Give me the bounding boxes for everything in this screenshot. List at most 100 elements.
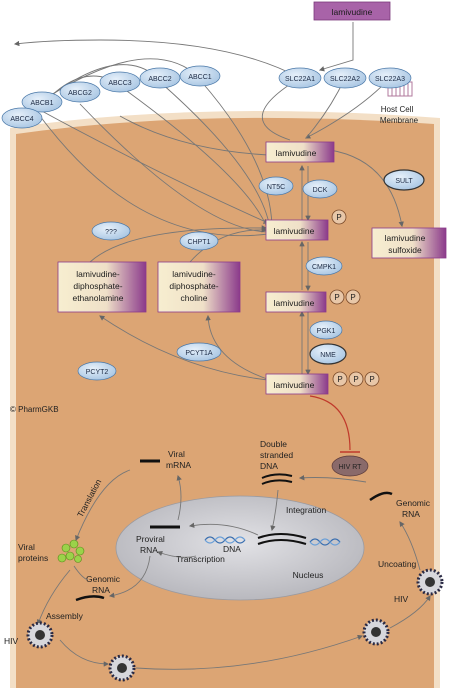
enzyme-pcyt2 [77,361,117,381]
enzyme-sult-label: SULT [395,178,413,185]
enzyme-dck-label: DCK [313,187,328,194]
assembly-label: Assembly [46,611,84,621]
extracellular-lamivudine-box [313,1,391,21]
genomic-rna-right-icon [369,491,393,502]
lamivudine-sulfoxide-label-1: lamivudine [385,233,426,243]
phosphate-groups [329,209,380,387]
enzyme-pgk1 [309,320,343,340]
hiv-virion-icon [108,654,136,682]
enzyme-pgk1-label: PGK1 [317,328,336,335]
ethanolamine-label-2: diphosphate- [73,281,122,291]
viral-mrna-label-1: Viral [168,449,185,459]
transporter-abcb1-label: ABCB1 [31,100,54,107]
proviral-rna-label-2: RNA [140,545,158,555]
double-stranded-label-2: stranded [260,450,293,460]
transporter-abcc3 [99,71,141,93]
metabolite-boxes: lamivudine lamivudine lamivudine lamivud… [57,141,447,395]
choline-label-1: lamivudine- [172,269,216,279]
phosphate-icon [364,371,380,387]
hiv-virion-icon [26,621,54,649]
genomic-rna-left-label-1: Genomic [86,574,121,584]
transporter-abcc4 [1,107,43,129]
enzyme-cmpk1 [305,256,343,276]
double-stranded-label-3: DNA [260,461,278,471]
choline-label-2: diphosphate- [169,281,218,291]
viral-mrna-label-2: mRNA [166,460,191,470]
enzyme-sult [383,169,425,191]
integration-label: Integration [286,505,326,515]
phosphate-icon [345,289,361,305]
hiv-virion-icon [416,568,444,596]
transporter-slc22a2 [323,67,367,89]
enzymes: SULT NT5C DCK ??? CHPT1 CMPK1 PGK1 NME P… [77,169,425,381]
membrane-label-line2: Membrane [380,116,419,125]
transporter-abcc2-label: ABCC2 [148,76,171,83]
phosphate-icon [331,209,347,225]
transporter-slc22a3 [368,67,412,89]
enzyme-unknown [91,221,131,241]
phosphate-icon [348,371,364,387]
phosphate-letter: P [369,375,374,384]
enzyme-dck [302,179,338,199]
enzyme-pcyt2-label: PCYT2 [86,369,109,376]
phosphate-letter: P [337,375,342,384]
transporter-abcc4-label: ABCC4 [10,116,33,123]
lamivudine-label: lamivudine [276,148,317,158]
viral-proteins-label-1: Viral [18,542,35,552]
phosphate-letters: P P P P P P [334,213,374,384]
genomic-rna-left-label-2: RNA [92,585,110,595]
hiv-right-label: HIV [394,594,409,604]
lamivudine-sulfoxide-label-2: sulfoxide [388,245,422,255]
transporter-abcg2 [59,81,101,103]
dna-label: DNA [223,544,241,554]
phosphate-letter: P [336,213,341,222]
ethanolamine-label-3: ethanolamine [72,293,123,303]
genomic-rna-right-label-2: RNA [402,509,420,519]
lamivudine-monophosphate-label: lamivudine [274,226,315,236]
transporters: ABCC1 ABCC2 ABCC3 ABCG2 ABCB1 ABCC4 SLC2… [1,65,412,129]
genomic-rna-left-icon [75,595,105,602]
ethanolamine-label-1: lamivudine- [76,269,120,279]
viral-proteins-icon [57,539,85,563]
transporter-slc22a2-label: SLC22A2 [330,76,360,83]
ethanolamine-box [57,261,147,313]
enzyme-unknown-label: ??? [105,229,117,236]
inhibition-line [309,395,351,451]
enzyme-nt5c-label: NT5C [267,184,285,191]
phosphate-letter: P [353,375,358,384]
enzyme-pcyt1a-label: PCYT1A [185,350,213,357]
enzyme-chpt1 [179,231,219,251]
uncoating-label: Uncoating [378,559,417,569]
enzyme-pcyt1a [176,342,222,362]
extracellular-lamivudine-label: lamivudine [332,7,373,17]
double-stranded-dna-icon [261,473,293,485]
phosphate-letter: P [334,293,339,302]
phosphate-icon [329,289,345,305]
lamivudine-diphosphate-box [265,291,327,313]
lamivudine-diphosphate-label: lamivudine [274,298,315,308]
lamivudine-triphosphate-box [265,373,329,395]
double-stranded-label-1: Double [260,439,287,449]
transporter-abcc1-label: ABCC1 [188,74,211,81]
enzyme-cmpk1-label: CMPK1 [312,264,336,271]
lamivudine-monophosphate-box [265,219,329,241]
hiv-rt-enzyme [331,455,369,477]
transporter-abcc3-label: ABCC3 [108,80,131,87]
transcription-label: Transcription [176,554,225,564]
phosphate-letter: P [350,293,355,302]
lamivudine-sulfoxide-box [371,227,447,259]
watermark: © PharmGKB [10,405,59,414]
hiv-rt-label: HIV RT [339,464,363,471]
hiv-virion-icon [362,618,390,646]
enzyme-nme [309,343,347,365]
genomic-rna-right-label-1: Genomic [396,498,431,508]
hiv-left-label: HIV [4,636,19,646]
transporter-abcg2-label: ABCG2 [68,90,92,97]
enzyme-chpt1-label: CHPT1 [188,239,211,246]
hiv-virion-icons [26,568,444,682]
transporter-abcb1 [21,91,63,113]
membrane-label-line1: Host Cell [381,105,414,114]
enzyme-nme-label: NME [320,352,336,359]
lifecycle-arrows [36,469,431,670]
